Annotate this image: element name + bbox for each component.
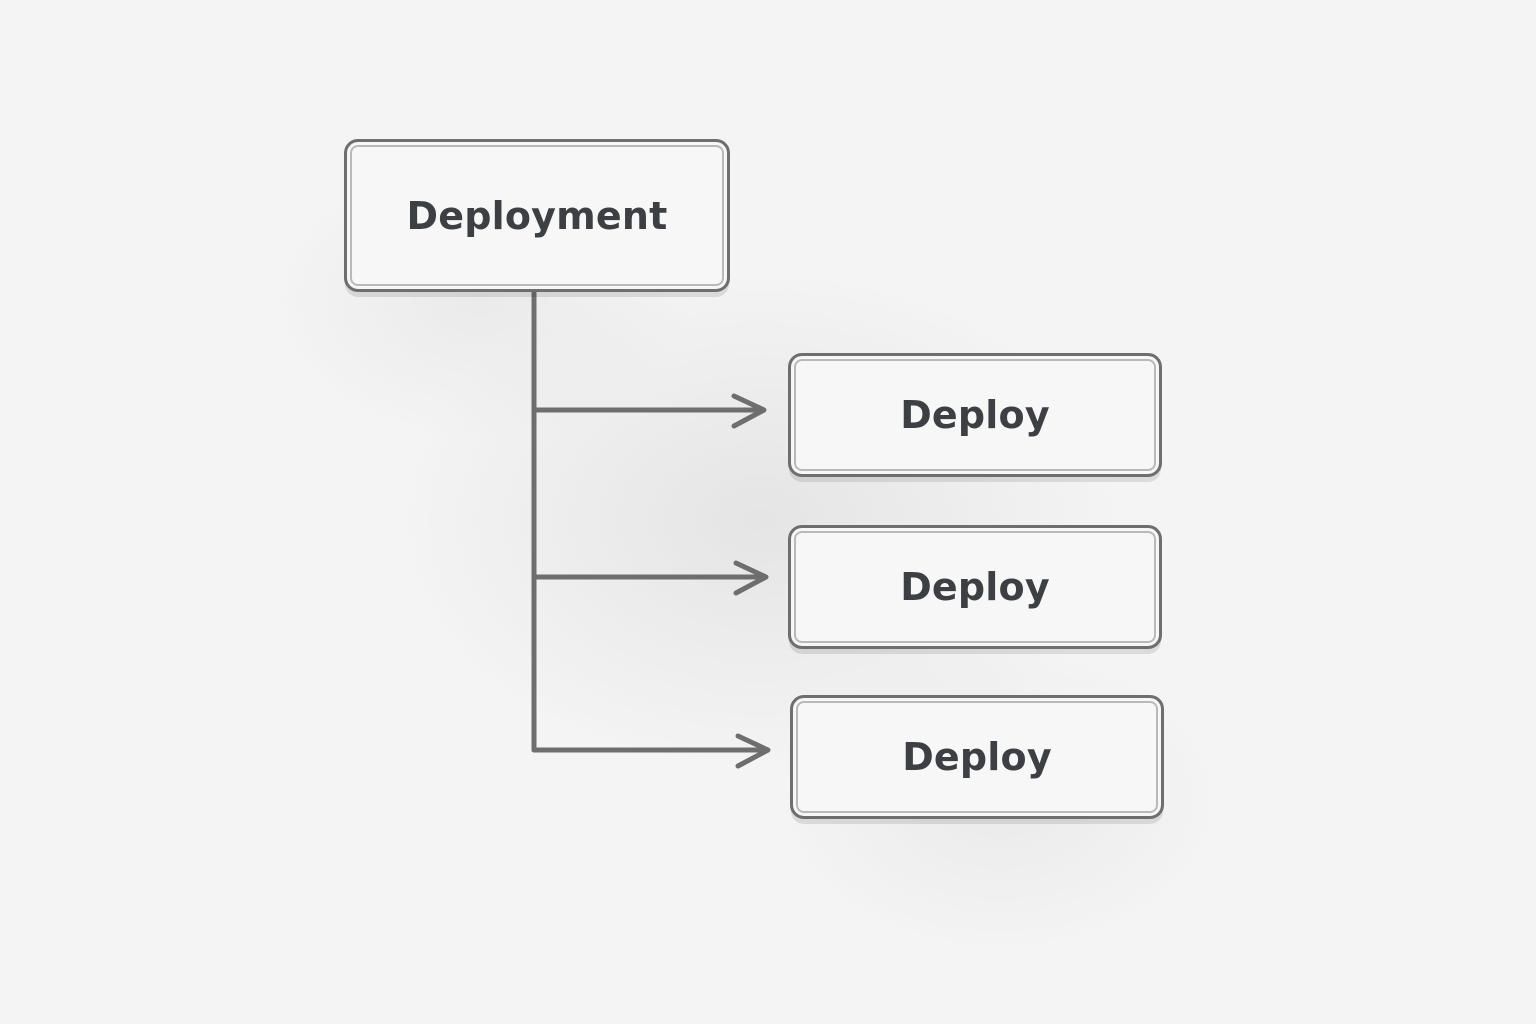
arrowhead-2 [733, 560, 769, 596]
root-node-label: Deployment [406, 193, 668, 238]
arrowhead-1 [731, 393, 767, 429]
child-node-deploy-1: Deploy [788, 353, 1162, 477]
child-node-label: Deploy [902, 735, 1052, 779]
child-node-label: Deploy [900, 393, 1050, 437]
child-node-label: Deploy [900, 565, 1050, 609]
child-node-deploy-2: Deploy [788, 525, 1162, 649]
child-node-deploy-3: Deploy [790, 695, 1164, 819]
arrowhead-3 [735, 733, 771, 769]
root-node-deployment: Deployment [344, 139, 730, 292]
